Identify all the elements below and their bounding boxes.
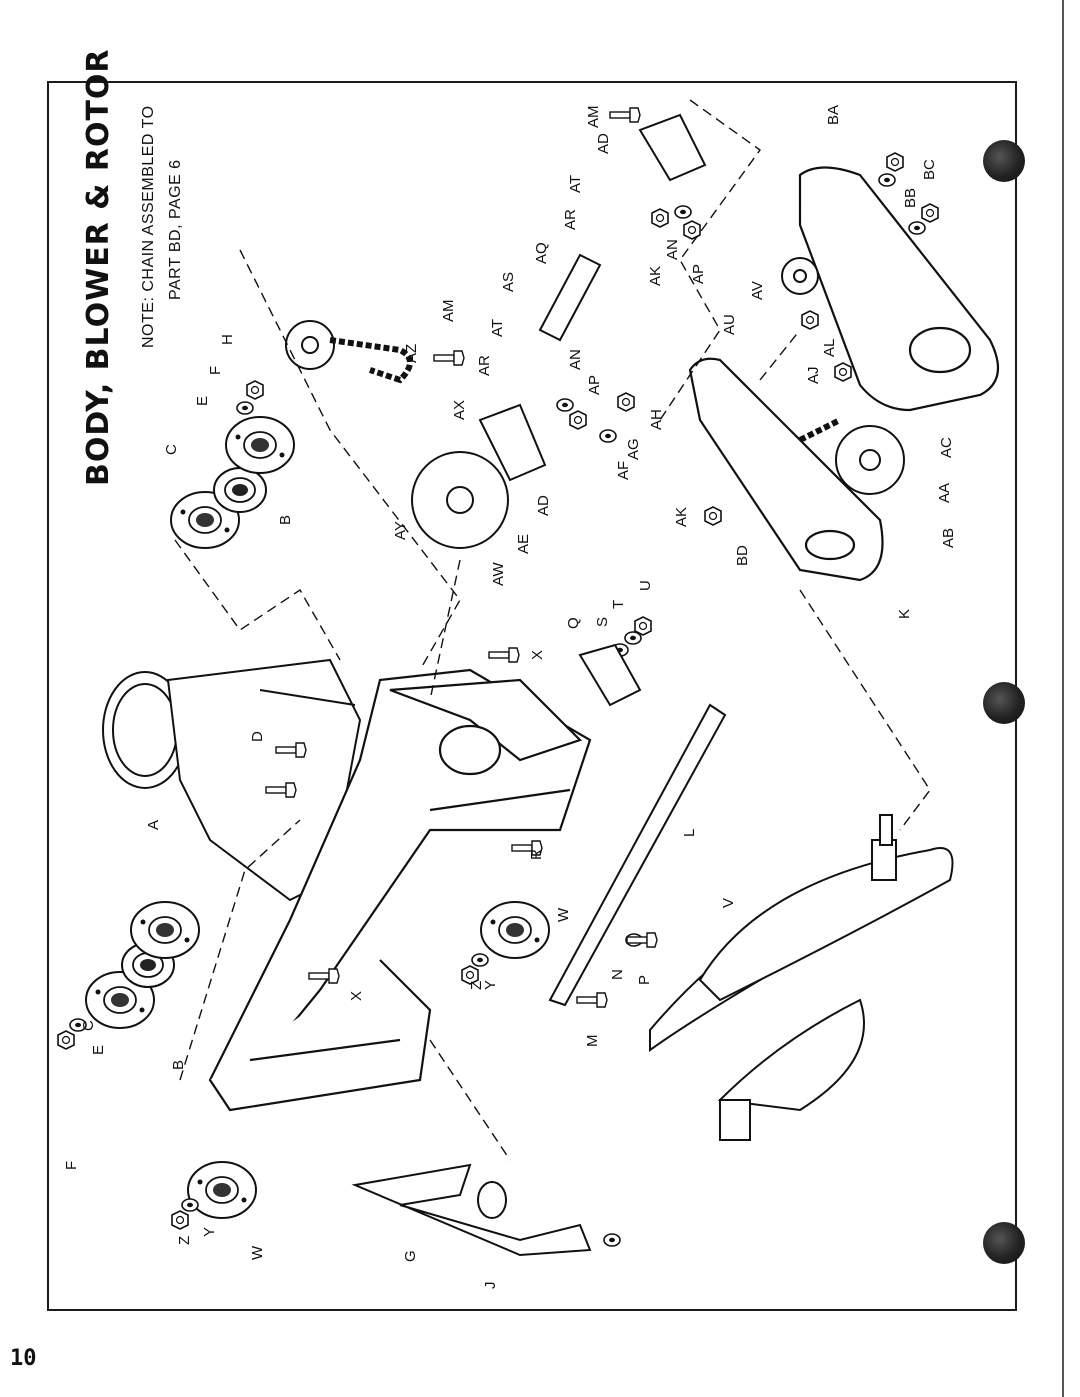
chain-az bbox=[329, 337, 413, 384]
label-X-mid: X bbox=[348, 991, 365, 1001]
label-E-top: E bbox=[194, 396, 211, 406]
label-BA: BA bbox=[825, 105, 842, 125]
label-AR-mid: AR bbox=[476, 355, 493, 376]
page-edge bbox=[1062, 0, 1064, 1397]
label-AB: AB bbox=[940, 528, 957, 548]
flange-w-lower bbox=[187, 1161, 257, 1219]
label-Y-low: Y bbox=[201, 1227, 218, 1237]
label-F-left: F bbox=[63, 1161, 80, 1170]
label-AM-mid: AM bbox=[440, 300, 457, 323]
label-V: V bbox=[720, 898, 737, 908]
bracket-q bbox=[578, 643, 642, 707]
note-line-1: NOTE: CHAIN ASSEMBLED TO bbox=[140, 105, 157, 348]
label-X-top: X bbox=[529, 650, 546, 660]
label-AL: AL bbox=[821, 339, 838, 357]
chain-case-cover bbox=[798, 166, 1000, 412]
label-S: S bbox=[594, 617, 611, 627]
label-L: L bbox=[681, 829, 698, 837]
label-W-low: W bbox=[249, 1245, 266, 1260]
label-P: P bbox=[636, 975, 653, 985]
label-AP-mid: AP bbox=[586, 375, 603, 395]
label-H: H bbox=[219, 334, 236, 345]
scraper-bar bbox=[548, 703, 727, 1007]
label-G: G bbox=[402, 1250, 419, 1262]
label-AN-mid: AN bbox=[567, 349, 584, 370]
label-AY: AY bbox=[392, 521, 409, 540]
binder-hole-middle bbox=[983, 682, 1025, 724]
label-Y-mid: Y bbox=[482, 980, 499, 990]
label-C-top: C bbox=[163, 444, 180, 455]
label-W-mid: W bbox=[555, 907, 572, 922]
label-AR-top: AR bbox=[562, 209, 579, 230]
label-AE: AE bbox=[515, 534, 532, 554]
label-K: K bbox=[896, 609, 913, 619]
label-B-top: B bbox=[277, 515, 294, 525]
label-A: A bbox=[145, 820, 162, 830]
label-AN-top: AN bbox=[664, 239, 681, 260]
label-M: M bbox=[584, 1035, 601, 1048]
label-E-left: E bbox=[90, 1045, 107, 1055]
label-B-left: B bbox=[170, 1060, 187, 1070]
binder-hole-bottom bbox=[983, 1222, 1025, 1264]
label-Q: Q bbox=[565, 617, 582, 629]
flange-c-top-2 bbox=[225, 416, 295, 474]
label-AG: AG bbox=[625, 438, 642, 460]
sprocket-av bbox=[781, 257, 819, 295]
label-AZ: AZ bbox=[403, 344, 420, 363]
label-BD: BD bbox=[734, 545, 751, 566]
page-number: 10 bbox=[10, 1346, 37, 1371]
label-AF: AF bbox=[615, 461, 632, 480]
label-AH: AH bbox=[648, 409, 665, 430]
label-F-top: F bbox=[207, 366, 224, 375]
label-AD-mid: AD bbox=[535, 495, 552, 516]
impeller bbox=[351, 1163, 592, 1257]
label-AQ: AQ bbox=[533, 242, 550, 264]
flange-c-left-2 bbox=[130, 901, 200, 959]
label-C-left: C bbox=[80, 1020, 97, 1031]
binder-hole-top bbox=[983, 140, 1025, 182]
chain-bd-run bbox=[798, 417, 842, 443]
label-Z-mid: Z bbox=[468, 981, 485, 990]
small-sprocket-h bbox=[285, 320, 335, 370]
label-N: N bbox=[609, 969, 626, 980]
label-Z-low: Z bbox=[176, 1236, 193, 1245]
label-R: R bbox=[528, 849, 545, 860]
label-AC: AC bbox=[938, 437, 955, 458]
bracket-ad-lower bbox=[478, 403, 547, 482]
label-AW: AW bbox=[490, 562, 507, 586]
label-AM-top: AM bbox=[585, 106, 602, 129]
label-T: T bbox=[610, 600, 627, 609]
label-AP-top: AP bbox=[690, 264, 707, 284]
label-BC: BC bbox=[921, 159, 938, 180]
label-AA: AA bbox=[936, 483, 953, 503]
flange-w-middle bbox=[480, 901, 550, 959]
label-AD-top: AD bbox=[595, 133, 612, 154]
bracket-ad-upper bbox=[638, 113, 707, 182]
sprocket-aa bbox=[835, 425, 905, 495]
label-AT-top: AT bbox=[567, 175, 584, 193]
auger-rotor bbox=[649, 814, 954, 1141]
diagram-title: BODY, BLOWER & ROTOR bbox=[81, 48, 116, 486]
label-AJ: AJ bbox=[805, 366, 822, 384]
shaft-aq bbox=[538, 253, 602, 342]
large-sprocket-aw bbox=[411, 451, 509, 549]
label-D: D bbox=[249, 731, 266, 742]
label-BB: BB bbox=[902, 188, 919, 208]
label-AK-low: AK bbox=[673, 507, 690, 527]
part-labels: A B B C C D E E F F G H J K L M N P Q R … bbox=[63, 105, 957, 1289]
blower-housing bbox=[102, 658, 362, 902]
label-AT-mid: AT bbox=[489, 319, 506, 337]
label-AS: AS bbox=[500, 272, 517, 292]
label-AU: AU bbox=[721, 314, 738, 335]
label-AK-top: AK bbox=[647, 266, 664, 286]
label-AX: AX bbox=[451, 400, 468, 420]
label-J: J bbox=[482, 1282, 499, 1290]
label-AV: AV bbox=[749, 281, 766, 300]
bearing-b-top bbox=[213, 467, 267, 513]
assembly-dashed-lines bbox=[174, 99, 931, 1161]
auger-housing-body bbox=[208, 668, 592, 1112]
note-line-2: PART BD, PAGE 6 bbox=[167, 159, 184, 300]
label-U: U bbox=[637, 580, 654, 591]
